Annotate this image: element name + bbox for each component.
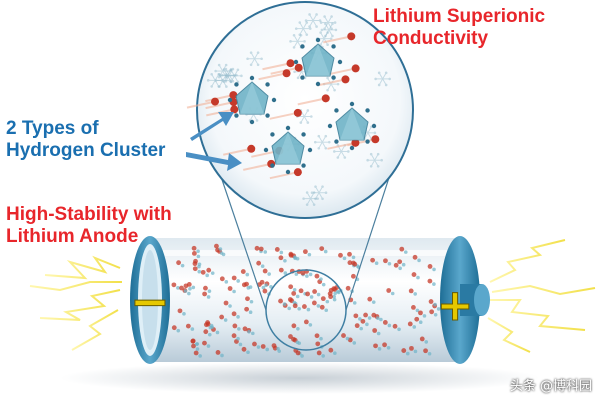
lithium-ion-icon: [341, 75, 350, 84]
lithium-ion-icon: [351, 64, 360, 73]
snowflake-cluster-icon: [246, 51, 263, 67]
snowflake-cluster-icon: [226, 68, 243, 84]
lithium-ion-icon: [282, 69, 291, 78]
snowflake-cluster-icon: [219, 68, 236, 83]
arrow-icon: [186, 112, 242, 171]
snowflake-cluster-icon: [296, 109, 313, 124]
lithium-ion-icon: [371, 135, 380, 144]
lithium-ion-icon: [293, 168, 302, 177]
snowflake-cluster-icon: [289, 33, 306, 49]
snowflake-cluster-icon: [374, 71, 391, 87]
left-spark-icon: [29, 255, 122, 351]
hydrogen-cluster-icon: [293, 37, 343, 87]
battery-particles: [171, 243, 441, 358]
snowflake-cluster-icon: [214, 73, 232, 88]
battery-body: [150, 238, 460, 362]
negative-symbol: −: [130, 274, 170, 330]
battery-shadow: [60, 362, 540, 394]
lithium-ion-icon: [247, 144, 256, 153]
snowflake-cluster-icon: [319, 15, 337, 30]
hydrogen-cluster-icon: [227, 75, 277, 125]
positive-terminal-cap: [440, 236, 490, 364]
top-label-line2: Conductivity: [373, 28, 489, 50]
snowflake-cluster-icon: [320, 22, 338, 38]
hydrogen-cluster-label: 2 Types of Hydrogen Cluster: [6, 118, 165, 163]
lithium-ion-icon: [229, 91, 238, 100]
lithium-ion-icon: [351, 138, 360, 147]
hydrogen-cluster-icon: [327, 101, 377, 151]
right-spark-icon: [487, 239, 596, 353]
negative-terminal-cap: [130, 236, 170, 364]
anode-stability-label: High-Stability with Lithium Anode: [6, 204, 172, 249]
lithium-ion-icon: [294, 63, 303, 72]
lithium-ion-icon: [321, 94, 330, 103]
lithium-conductivity-label: Lithium Superionic Conductivity: [373, 6, 545, 51]
snowflake-cluster-icon: [214, 63, 231, 79]
snowflake-cluster-icon: [294, 21, 312, 36]
top-label-line1: Lithium Superionic: [373, 6, 546, 27]
snowflake-cluster-icon: [313, 134, 331, 150]
snowflake-cluster-icon: [366, 152, 383, 168]
magnified-bubble: [196, 1, 414, 219]
lithium-ion-icon: [293, 108, 302, 117]
lithium-ion-icon: [211, 97, 220, 106]
left-label-line2: Hydrogen Cluster: [6, 140, 166, 162]
lithium-ion-icon: [230, 105, 239, 114]
watermark: 头条 @博科园: [509, 379, 592, 394]
left-label-line1: 2 Types of: [6, 118, 99, 139]
lithium-ion-icon: [347, 32, 356, 41]
mid-label-line1: High-Stability with: [6, 204, 172, 225]
lithium-ion-icon: [286, 59, 295, 68]
snowflake-cluster-icon: [302, 191, 319, 206]
snowflake-cluster-icon: [206, 72, 224, 88]
mid-label-line2: Lithium Anode: [6, 226, 139, 248]
hydrogen-cluster-icon: [263, 125, 313, 175]
bubble-content: [186, 13, 391, 206]
positive-symbol: +: [437, 280, 474, 331]
snowflake-cluster-icon: [304, 13, 322, 28]
snowflake-cluster-icon: [221, 67, 238, 83]
snowflake-cluster-icon: [310, 185, 328, 201]
